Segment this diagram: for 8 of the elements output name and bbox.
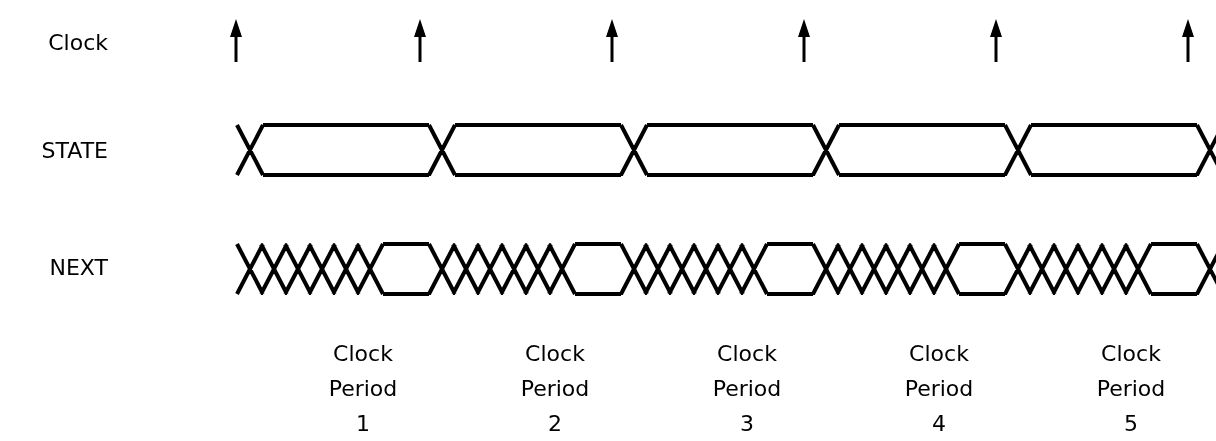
- period-label: Clock Period 1: [327, 340, 399, 438]
- period-label: Clock Period 4: [903, 340, 975, 438]
- period-label: Clock Period 5: [1095, 340, 1167, 438]
- signal-name: Clock: [47, 30, 108, 55]
- signal-name: STATE: [40, 138, 108, 163]
- period-label: Clock Period 2: [519, 340, 591, 438]
- signal-name: NEXT: [48, 255, 108, 280]
- period-label: Clock Period 3: [711, 340, 783, 438]
